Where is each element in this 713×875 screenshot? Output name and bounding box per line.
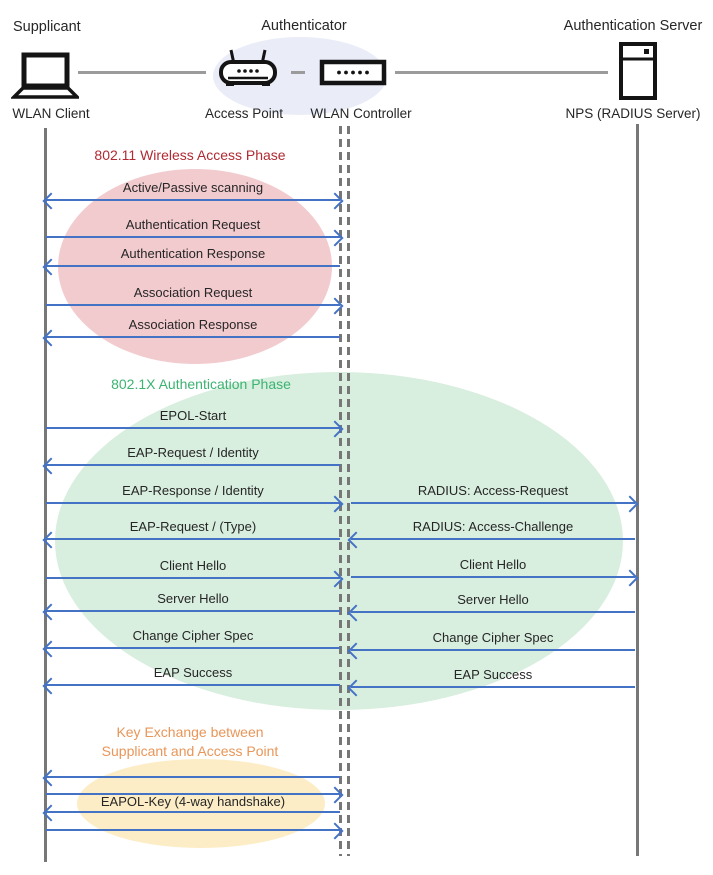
- phase3-title: Key Exchange between Supplicant and Acce…: [90, 723, 290, 761]
- message-label: Authentication Response: [120, 246, 266, 261]
- message-label: EAP-Response / Identity: [122, 483, 264, 498]
- message-label: Association Response: [128, 317, 258, 332]
- message-label: EAP-Request / (Type): [129, 519, 257, 534]
- message-label: EAP Success: [453, 667, 533, 682]
- message-label: Authentication Request: [125, 217, 261, 232]
- message-label: EPOL-Start: [159, 408, 227, 423]
- radius-server-lifeline: [636, 124, 639, 856]
- phase3-title-line1: Key Exchange between: [116, 724, 264, 740]
- phase3-ellipse: [77, 759, 325, 848]
- wlan-controller-lifeline-left: [339, 126, 342, 856]
- role-label-authentication-server: Authentication Server: [563, 18, 703, 34]
- message-label: EAP Success: [153, 665, 233, 680]
- message-label: EAPOL-Key (4-way handshake): [100, 794, 286, 809]
- message-label: EAP-Request / Identity: [127, 445, 259, 460]
- wlan-controller-icon: [319, 59, 387, 86]
- message-label: Association Request: [133, 285, 253, 300]
- wlan-controller-lifeline-right: [347, 126, 350, 856]
- wlan-client-lifeline: [44, 128, 47, 862]
- phase2-title: 802.1X Authentication Phase: [111, 376, 291, 392]
- message-label: RADIUS: Access-Request: [417, 483, 569, 498]
- message-label: Change Cipher Spec: [432, 630, 554, 645]
- phase1-title: 802.11 Wireless Access Phase: [94, 147, 286, 163]
- connector-line: [78, 71, 206, 74]
- laptop-icon: [11, 52, 79, 99]
- message-label: RADIUS: Access-Challenge: [412, 519, 574, 534]
- device-label-access-point: Access Point: [204, 106, 284, 121]
- connector-dash: [291, 71, 305, 74]
- message-label: Client Hello: [459, 557, 527, 572]
- access-point-icon: [219, 49, 277, 86]
- message-label: Change Cipher Spec: [132, 628, 254, 643]
- role-label-authenticator: Authenticator: [261, 18, 347, 34]
- role-label-supplicant: Supplicant: [13, 19, 81, 35]
- device-label-wlan-controller: WLAN Controller: [310, 106, 412, 121]
- phase3-title-line2: Supplicant and Access Point: [101, 743, 279, 759]
- device-label-wlan-client: WLAN Client: [12, 106, 90, 121]
- connector-line: [395, 71, 608, 74]
- server-icon: [619, 42, 657, 100]
- message-label: Server Hello: [457, 592, 529, 607]
- message-label: Client Hello: [159, 558, 227, 573]
- message-label: Active/Passive scanning: [122, 180, 264, 195]
- message-label: Server Hello: [157, 591, 229, 606]
- device-label-nps-radius-server: NPS (RADIUS Server): [565, 106, 701, 121]
